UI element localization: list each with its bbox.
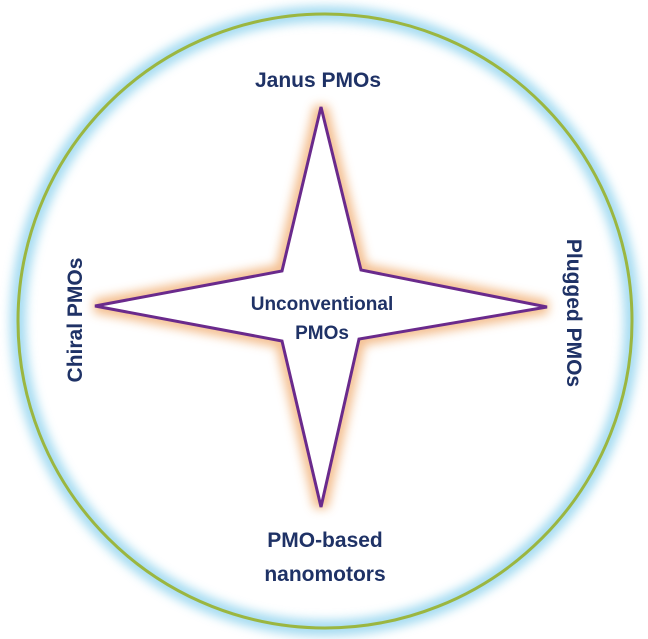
- label-janus-pmos: Janus PMOs: [255, 69, 381, 92]
- outer-circle-ring: [16, 12, 634, 630]
- center-label-line2: PMOs: [295, 323, 349, 344]
- label-chiral-pmos: Chiral PMOs: [64, 258, 87, 383]
- label-plugged-pmos: Plugged PMOs: [562, 239, 585, 387]
- outer-circle: [10, 6, 640, 636]
- label-pmo-based: PMO-based: [267, 529, 383, 552]
- four-point-star: [93, 105, 549, 509]
- label-nanomotors: nanomotors: [264, 563, 385, 586]
- center-label-line1: Unconventional: [251, 294, 394, 315]
- star-outline: [94, 106, 548, 508]
